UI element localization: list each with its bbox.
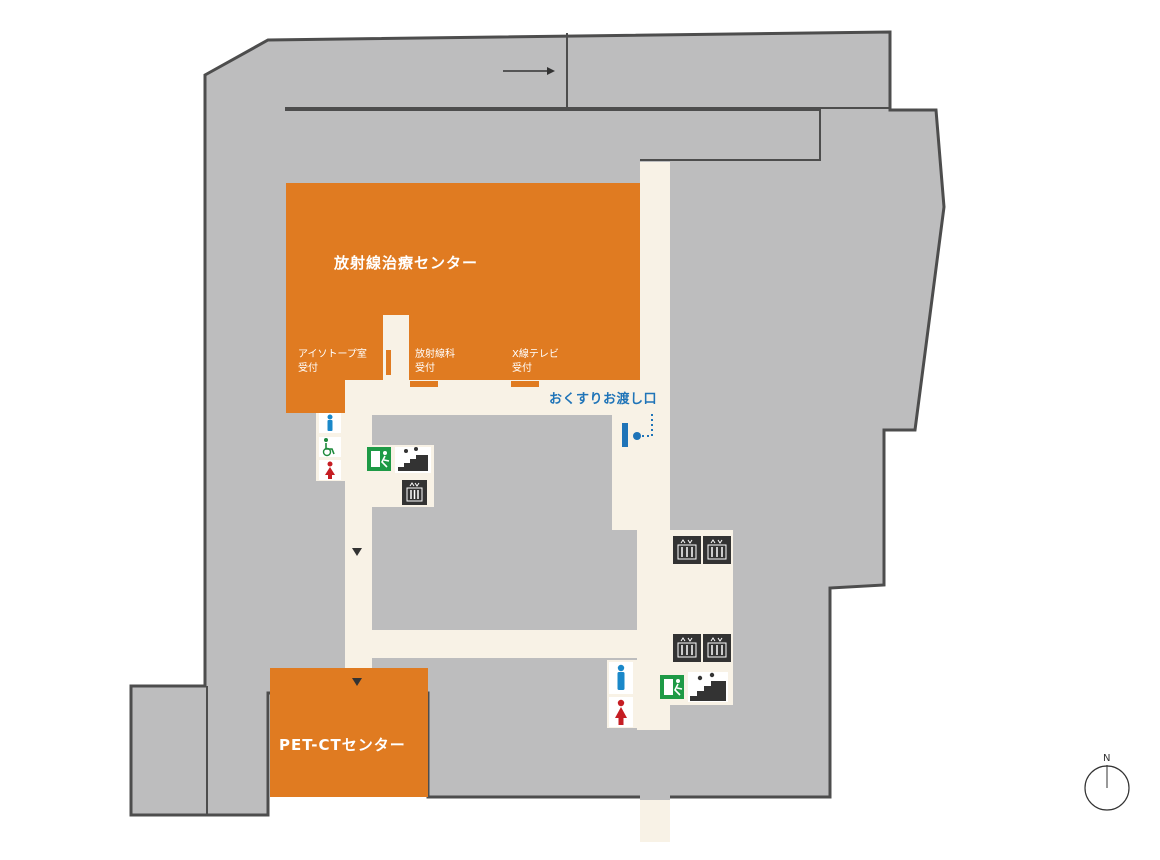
stairs-icon (688, 672, 728, 702)
toilet-women-icon (609, 697, 633, 727)
radiology-reception-line2: 受付 (415, 361, 435, 374)
isotope-counter (386, 350, 391, 375)
elevator-icon (703, 536, 731, 564)
pharmacy-dotted-line (642, 412, 653, 437)
xray-reception-line1: X線テレビ (512, 347, 559, 360)
isotope-reception-line2: 受付 (298, 361, 318, 374)
elevator-icon (673, 536, 701, 564)
elevator-icon (703, 634, 731, 662)
radiology-counter (410, 381, 438, 387)
isotope-reception-line1: アイソトープ室 (298, 347, 367, 360)
compass-icon: N (1084, 753, 1130, 811)
stairs-icon (395, 447, 431, 473)
radiation-therapy-label: 放射線治療センター (333, 254, 478, 272)
xray-counter (511, 381, 539, 387)
radiology-reception-line1: 放射線科 (415, 347, 455, 360)
pet-ct-label: PET-CTセンター (279, 736, 406, 754)
compass-north-label: N (1103, 753, 1110, 764)
interior-walls (206, 33, 890, 815)
elevator-icon (673, 634, 701, 662)
wheelchair-icon (319, 437, 341, 457)
emergency-exit-icon (660, 675, 684, 699)
pharmacy-window-label: おくすりお渡し口 (549, 391, 657, 407)
emergency-exit-icon (367, 447, 391, 471)
arrow-right-icon (503, 67, 555, 75)
toilet-women-icon (319, 460, 341, 480)
pharmacy-dot (633, 432, 641, 440)
building-outline (129, 30, 946, 817)
corridor-mask (640, 730, 670, 800)
down-triangle-icon (352, 548, 362, 556)
down-triangle-icon (352, 678, 362, 686)
elevator-icon (402, 480, 427, 505)
corridors (316, 162, 733, 842)
pharmacy-counter (622, 423, 628, 447)
xray-reception-line2: 受付 (512, 361, 532, 374)
pet-ct-area (270, 668, 428, 797)
radiation-therapy-area (286, 183, 640, 413)
toilet-men-icon (609, 662, 633, 694)
toilet-men-icon (319, 413, 341, 433)
